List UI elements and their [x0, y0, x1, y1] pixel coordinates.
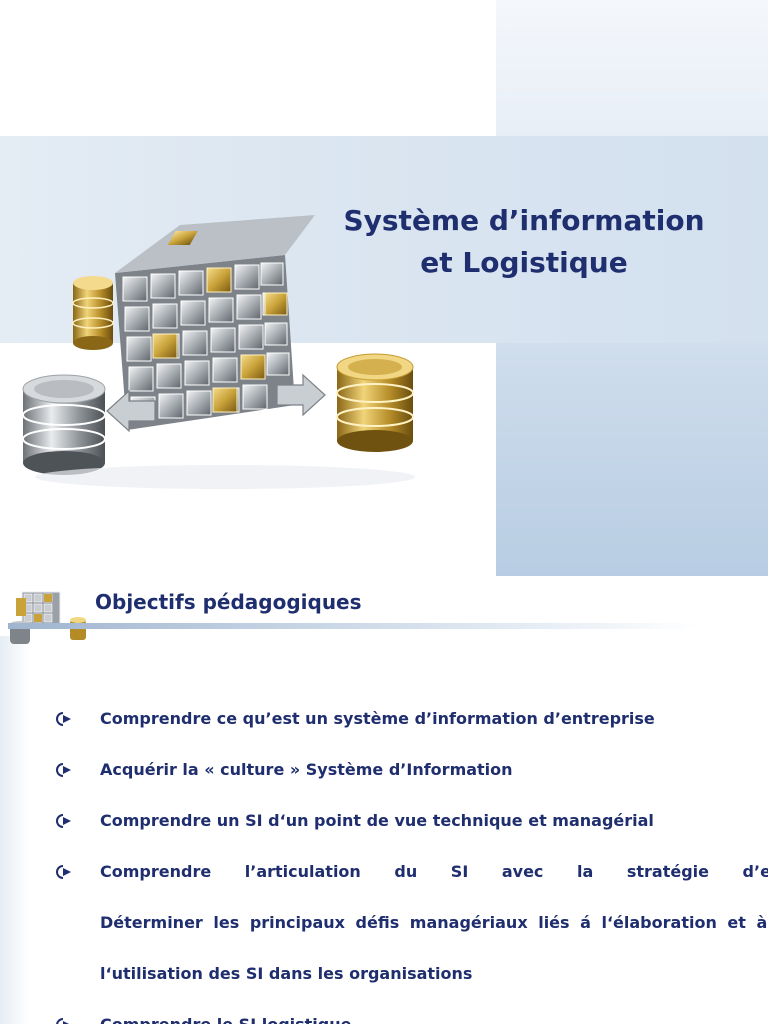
- gold-tower: [72, 276, 114, 350]
- list-item: Acquérir la « culture » Système d’Inform…: [55, 759, 730, 789]
- section-heading: Objectifs pédagogiques: [95, 590, 362, 614]
- list-item-continuation: l‘utilisation des SI dans les organisati…: [55, 963, 730, 993]
- circled-arrow-icon: [56, 865, 71, 879]
- gold-database: [336, 353, 414, 452]
- list-item-text: Comprendre le SI logistique: [100, 1014, 730, 1024]
- title-line-2: et Logistique: [420, 246, 628, 279]
- data-cube-illustration: [22, 215, 415, 489]
- title-line-1: Système d’information: [343, 204, 705, 237]
- cube-top: [115, 215, 315, 273]
- arrow-left: [106, 389, 156, 433]
- list-item: Comprendre l’articulation du SI avec la …: [55, 861, 768, 891]
- list-item-continuation: Déterminer les principaux défis managéri…: [55, 912, 768, 942]
- circled-arrow-icon: [56, 1018, 69, 1024]
- circled-arrow-icon: [56, 712, 71, 726]
- mini-cube-illustration: [10, 591, 86, 644]
- list-item-text: Acquérir la « culture » Système d’Inform…: [100, 760, 513, 779]
- cube-front: [115, 255, 295, 430]
- objectives-slide: Objectifs pédagogiques Comprendre ce qu’…: [0, 576, 768, 1024]
- silver-database: [22, 374, 106, 475]
- slide-title: Système d’information et Logistique: [340, 200, 708, 284]
- list-item-text: Déterminer les principaux défis managéri…: [100, 913, 768, 932]
- list-item: Comprendre un SI d‘un point de vue techn…: [55, 810, 730, 840]
- list-item: Comprendre ce qu’est un système d’inform…: [55, 708, 730, 738]
- arrow-right: [276, 373, 326, 417]
- list-item-text: Comprendre ce qu’est un système d’inform…: [100, 709, 655, 728]
- list-item-text: l‘utilisation des SI dans les organisati…: [100, 964, 473, 983]
- list-item-text: Comprendre un SI d‘un point de vue techn…: [100, 811, 654, 830]
- title-slide: Système d’information et Logistique: [0, 0, 768, 576]
- list-item: Comprendre le SI logistique: [55, 1014, 730, 1024]
- circled-arrow-icon: [56, 763, 71, 777]
- left-edge-fade: [0, 636, 30, 1024]
- circled-arrow-icon: [56, 814, 71, 828]
- heading-underline: [8, 623, 698, 629]
- list-item-text: Comprendre l’articulation du SI avec la …: [100, 862, 768, 881]
